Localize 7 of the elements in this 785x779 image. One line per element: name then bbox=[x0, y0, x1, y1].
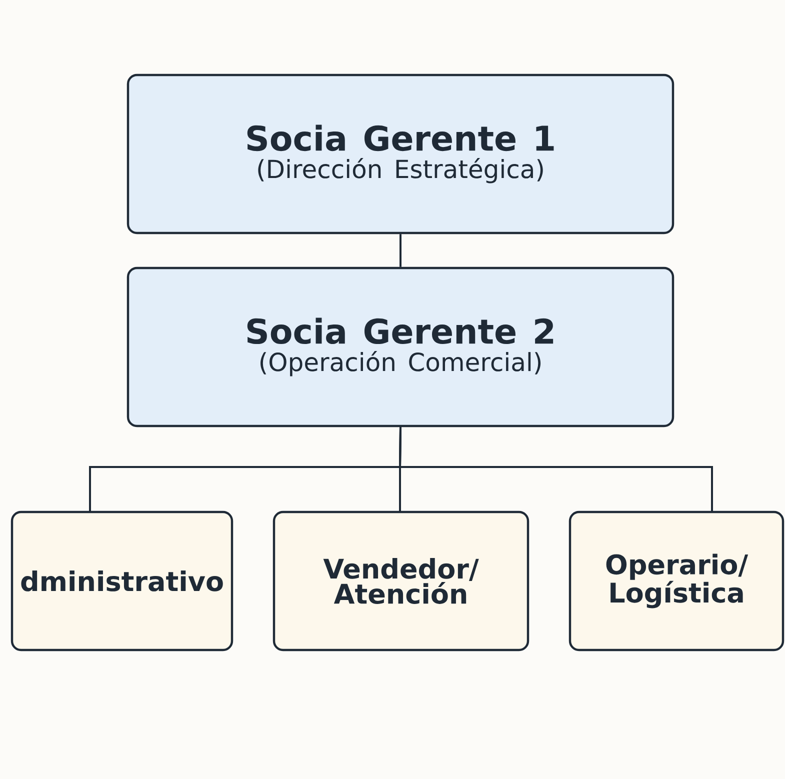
role-box: Socia Gerente 1 (Dirección Estratégica) bbox=[126, 74, 674, 234]
role-box: Operario/ Logística bbox=[568, 510, 784, 652]
role-box: dministrativo bbox=[10, 510, 234, 652]
connector-line bbox=[400, 234, 402, 267]
role-box: Socia Gerente 2 (Operación Comercial) bbox=[126, 266, 674, 428]
connector-line bbox=[399, 427, 713, 512]
role-box: Vendedor/ Atención bbox=[272, 510, 530, 652]
